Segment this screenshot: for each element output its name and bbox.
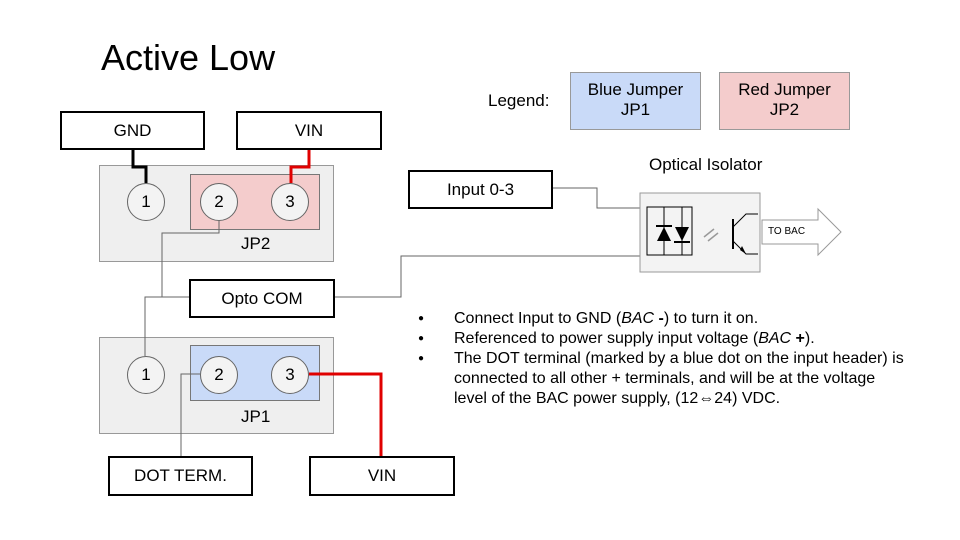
- legend-blue-line2: JP1: [620, 100, 651, 119]
- input-wire: [552, 187, 643, 209]
- note-1: Connect Input to GND (BAC -) to turn it …: [418, 309, 908, 329]
- jp1-label: JP1: [241, 407, 271, 426]
- legend-red-line1: Red Jumper: [738, 80, 831, 99]
- note-2: Referenced to power supply input voltage…: [418, 329, 908, 349]
- legend-blue-jumper: Blue Jumper JP1: [570, 72, 701, 130]
- diode-icon-1: [657, 227, 671, 241]
- opto-com-box: Opto COM: [189, 279, 335, 318]
- light-arrow-icon-2: [707, 232, 719, 242]
- page-title: Active Low: [101, 37, 276, 78]
- optical-isolator: [639, 192, 842, 273]
- dot-term-wire: [180, 373, 200, 457]
- notes-list: Connect Input to GND (BAC -) to turn it …: [418, 309, 908, 409]
- to-bac-arrow-icon: [761, 207, 842, 257]
- dot-term-box: DOT TERM.: [108, 456, 253, 496]
- legend-label: Legend:: [488, 91, 550, 110]
- vin-top-wire: [289, 148, 311, 183]
- legend-red-line2: JP2: [769, 100, 800, 119]
- jp2-pin-2: 2: [200, 183, 238, 221]
- gnd-wire: [131, 148, 148, 183]
- diode-icon-2: [675, 227, 689, 241]
- jp1-pin-3: 3: [271, 356, 309, 394]
- jp1-pin-1: 1: [127, 356, 165, 394]
- opto-com-wire: [334, 239, 644, 298]
- jp2-pin-3: 3: [271, 183, 309, 221]
- vin-bottom-box: VIN: [309, 456, 455, 496]
- isolator-body: [639, 192, 761, 273]
- light-arrow-icon-1: [703, 228, 715, 238]
- legend-red-jumper: Red Jumper JP2: [719, 72, 850, 130]
- phototransistor-collector: [732, 213, 758, 228]
- note-3: The DOT terminal (marked by a blue dot o…: [418, 349, 908, 409]
- jp2-label: JP2: [241, 234, 271, 253]
- gnd-box: GND: [60, 111, 205, 150]
- vin-top-box: VIN: [236, 111, 382, 150]
- isolator-inner: [646, 206, 693, 256]
- jp1-pin-2: 2: [200, 356, 238, 394]
- to-bac-label: TO BAC: [768, 226, 806, 237]
- jp2-pin2-wire: [144, 221, 220, 356]
- jp2-pin-1: 1: [127, 183, 165, 221]
- input-box: Input 0-3: [408, 170, 553, 209]
- legend-blue-line1: Blue Jumper: [587, 80, 684, 99]
- vin-bottom-wire: [309, 372, 383, 457]
- isolator-title: Optical Isolator: [649, 155, 763, 174]
